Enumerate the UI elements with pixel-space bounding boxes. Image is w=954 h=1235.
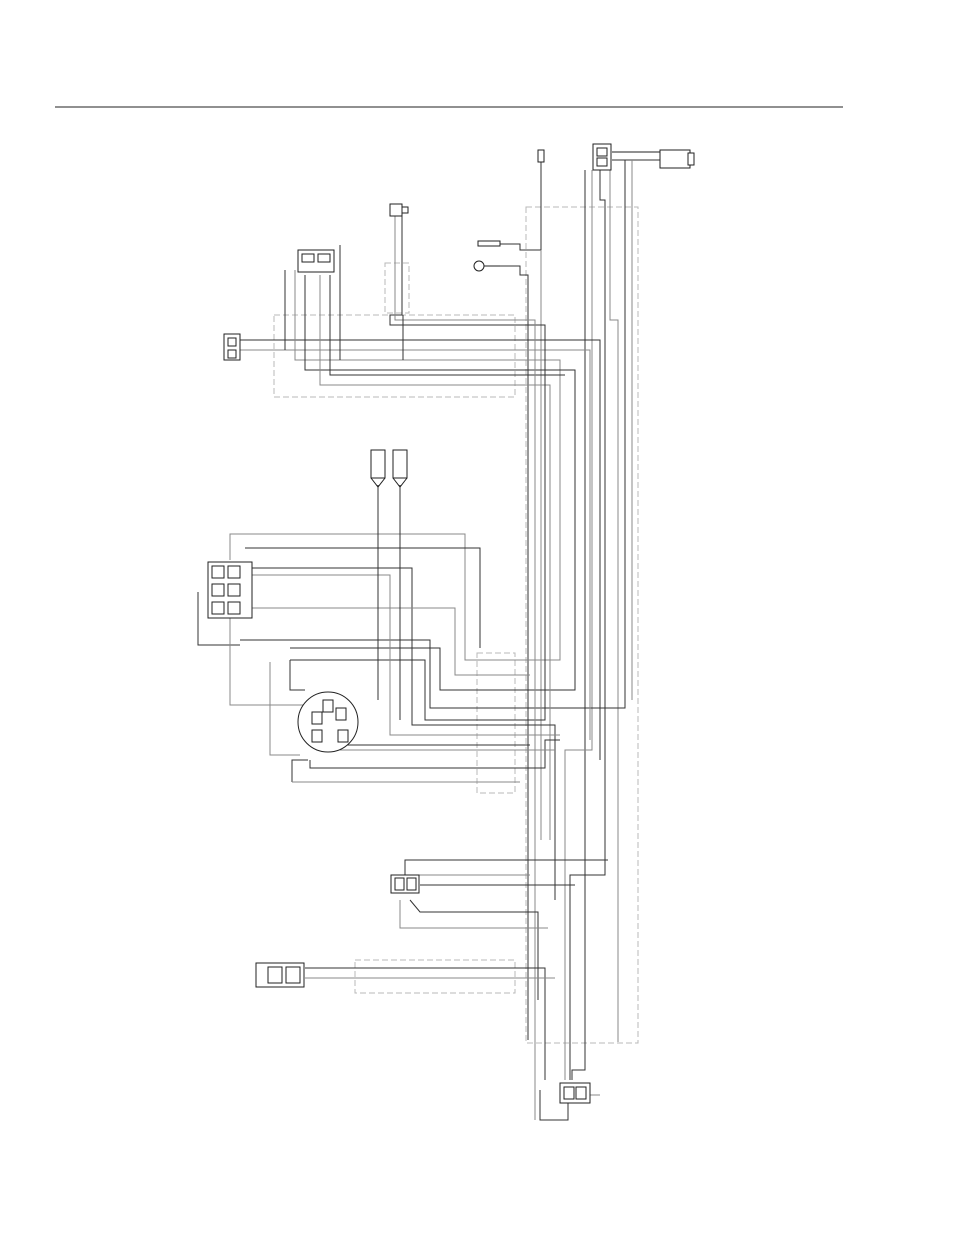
main-harness-outline	[526, 207, 638, 1043]
spade-terminal	[538, 150, 544, 162]
hour-meter-plug	[390, 204, 408, 216]
ignition-switch-connector	[298, 250, 334, 272]
lower-harness-outline	[355, 960, 515, 993]
two-pin-connector-mid	[391, 875, 419, 893]
fuse-holder-connector	[593, 144, 694, 170]
pto-clutch-connector	[256, 963, 304, 987]
sleeve-outline-top	[385, 263, 409, 313]
right-tail-terminal	[393, 450, 407, 487]
harness-outlines	[274, 207, 638, 1043]
bottom-two-pin-connector	[560, 1083, 590, 1103]
ring-terminal	[474, 241, 500, 271]
seat-switch-connector	[224, 334, 240, 360]
round-key-switch	[298, 692, 358, 752]
six-pin-connector	[208, 562, 252, 618]
left-tail-terminal	[371, 450, 385, 487]
middle-harness-outline	[477, 653, 515, 793]
